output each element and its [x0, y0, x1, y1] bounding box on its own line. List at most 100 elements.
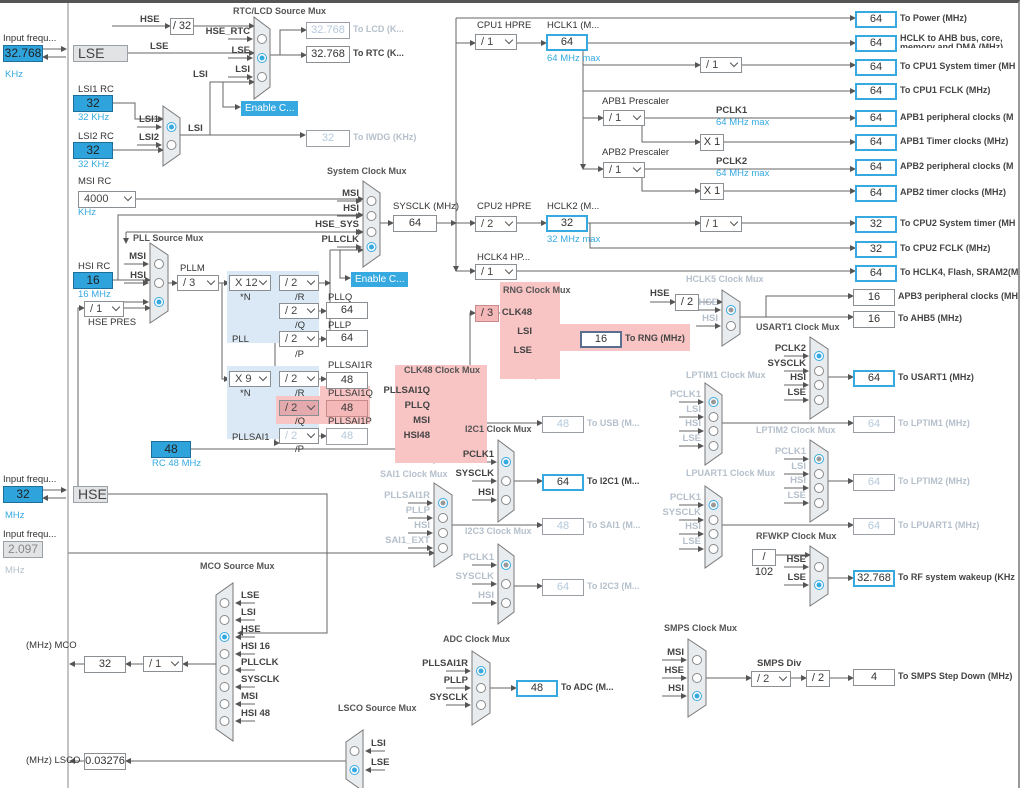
- chevron-down-icon: [306, 429, 316, 439]
- lsco-input-label[interactable]: LSE: [371, 757, 390, 768]
- hclk1-label: HCLK1 (M...: [547, 20, 600, 31]
- sai1n-dropdown[interactable]: X 9: [229, 371, 271, 387]
- lptim1-input-label[interactable]: LSE: [682, 433, 701, 444]
- pllq-dropdown[interactable]: / 2: [279, 303, 319, 319]
- sys-input-label[interactable]: HSI: [343, 203, 359, 214]
- lsi-input-label[interactable]: LSI1: [138, 114, 159, 125]
- adc-input-label[interactable]: SYSCLK: [429, 692, 468, 703]
- mco-input-label[interactable]: SYSCLK: [241, 674, 280, 685]
- clk48-input-label[interactable]: PLLSAI1Q: [383, 385, 430, 396]
- hclk5-input-label[interactable]: HSE: [698, 297, 718, 308]
- mco-input-label[interactable]: HSE: [241, 624, 261, 635]
- sai1-input-label[interactable]: SAI1_EXT: [385, 535, 430, 546]
- sys-radio: [366, 211, 377, 221]
- lpuart1-input-label[interactable]: PCLK1: [669, 492, 701, 503]
- smps-input-label[interactable]: MSI: [667, 647, 684, 658]
- usart1-input-label[interactable]: SYSCLK: [767, 358, 806, 369]
- lpuart1-input-label[interactable]: LSE: [682, 536, 701, 547]
- plln-dropdown[interactable]: X 12: [229, 275, 271, 291]
- adc-input-label[interactable]: PLLP: [443, 675, 468, 686]
- rtc-input-label[interactable]: HSE_RTC: [205, 26, 250, 37]
- i2c3-input-label[interactable]: SYSCLK: [455, 571, 494, 582]
- clk48-input-label[interactable]: PLLQ: [404, 400, 430, 411]
- pllm-dropdown[interactable]: / 3: [177, 275, 219, 291]
- rtc-input-label[interactable]: LSI: [235, 64, 250, 75]
- cpu1_systimer-dropdown[interactable]: / 1: [700, 57, 742, 73]
- lptim2-input-label[interactable]: HSI: [790, 475, 806, 486]
- lptim1-input-label[interactable]: PCLK1: [669, 389, 701, 400]
- wire: [77, 305, 85, 486]
- rtc-input-label[interactable]: LSE: [231, 45, 250, 56]
- lsi2-value: 32: [73, 142, 113, 159]
- mco-input-label[interactable]: PLLCLK: [241, 657, 279, 668]
- i2c1-input-label[interactable]: PCLK1: [462, 449, 494, 460]
- lsco-input-label[interactable]: LSI: [371, 738, 386, 749]
- hclk4_hpre-dropdown[interactable]: / 1: [475, 264, 517, 280]
- sai1-input-label[interactable]: PLLSAI1R: [384, 490, 430, 501]
- sys-input-label[interactable]: HSE_SYS: [315, 219, 359, 230]
- smps_div-dropdown[interactable]: / 2: [751, 671, 791, 687]
- sys-input-label[interactable]: MSI: [342, 188, 359, 199]
- sai1p-dropdown[interactable]: / 2: [279, 428, 319, 444]
- lptim2-input-label[interactable]: LSI: [791, 461, 806, 472]
- pll-input-label[interactable]: MSI: [129, 251, 146, 262]
- lse-input-label: Input frequ...: [3, 33, 57, 44]
- cpu2_systimer-dropdown[interactable]: / 1: [700, 216, 742, 232]
- pllp-dropdown[interactable]: / 2: [279, 331, 319, 347]
- usart1-input-label[interactable]: HSI: [790, 372, 806, 383]
- ext-frequency-input[interactable]: 2.097: [3, 541, 43, 558]
- hclk5-input-label[interactable]: HSI: [702, 313, 718, 324]
- apb1-dropdown[interactable]: / 1: [603, 110, 645, 126]
- mco-input-label[interactable]: HSI 48: [241, 708, 271, 719]
- i2c1-input-label[interactable]: HSI: [478, 487, 494, 498]
- enable-css-hse-button[interactable]: Enable C...: [351, 272, 409, 287]
- lse-frequency-input[interactable]: 32.768: [3, 45, 43, 62]
- pllr-dropdown[interactable]: / 2: [279, 275, 319, 291]
- hse_pres-dropdown[interactable]: / 1: [84, 301, 124, 317]
- sai1q-dropdown[interactable]: / 2: [279, 400, 319, 416]
- msi-range-dropdown[interactable]: 4000: [78, 191, 136, 208]
- enable-css-lse-button[interactable]: Enable C...: [241, 101, 299, 116]
- lpuart1-input-label[interactable]: HSI: [685, 521, 701, 532]
- lptim2-input-label[interactable]: PCLK1: [774, 446, 806, 457]
- sai1-input-label[interactable]: HSI: [414, 520, 430, 531]
- lptim2-input-label[interactable]: LSE: [787, 490, 806, 501]
- clk48-input-label[interactable]: MSI: [413, 415, 430, 426]
- cpu2_hpre-dropdown[interactable]: / 2: [475, 216, 517, 232]
- pll-input-label[interactable]: HSI: [130, 270, 146, 281]
- adc-input-label[interactable]: PLLSAI1R: [422, 658, 468, 669]
- sai1r-dropdown[interactable]: / 2: [279, 371, 319, 387]
- i2c3-input-label[interactable]: HSI: [478, 590, 494, 601]
- usart1-input-label[interactable]: LSE: [787, 387, 806, 398]
- rfwkp-input-label[interactable]: HSE: [786, 554, 806, 565]
- apb2_periph-value: 64: [855, 159, 897, 176]
- lptim1-input-label[interactable]: HSI: [685, 418, 701, 429]
- mco-input-label[interactable]: MSI: [241, 691, 258, 702]
- lptim1-input-label[interactable]: LSI: [686, 404, 701, 415]
- mco-input-label[interactable]: LSI: [241, 607, 256, 618]
- sai1-input-label[interactable]: PLLP: [405, 505, 430, 516]
- rng-input-label[interactable]: CLK48: [501, 307, 532, 318]
- i2c3-input-label[interactable]: PCLK1: [462, 552, 494, 563]
- i2c1-input-label[interactable]: SYSCLK: [455, 468, 494, 479]
- cpu2_hpre-label: CPU2 HPRE: [477, 201, 532, 212]
- smps-input-label[interactable]: HSI: [668, 683, 684, 694]
- rng-input-label[interactable]: LSE: [513, 345, 532, 356]
- lsi-radio: [166, 140, 177, 150]
- rfwkp-input-label[interactable]: LSE: [787, 572, 806, 583]
- mco_div-dropdown[interactable]: / 1: [143, 656, 183, 672]
- hse-frequency-input[interactable]: 32: [3, 486, 43, 503]
- clk48-input-label[interactable]: HSI48: [403, 430, 430, 441]
- mco-input-label[interactable]: HSI 16: [241, 641, 271, 652]
- usart1-input-label[interactable]: PCLK2: [774, 343, 806, 354]
- mco-input-label[interactable]: LSE: [241, 590, 260, 601]
- sys-input-label[interactable]: PLLCLK: [321, 234, 359, 245]
- rng-input-label[interactable]: LSI: [517, 326, 532, 337]
- cpu1_hpre-dropdown[interactable]: / 1: [475, 34, 517, 50]
- smps-input-label[interactable]: HSE: [664, 665, 684, 676]
- apb2-dropdown[interactable]: / 1: [603, 162, 645, 178]
- lpuart1-input-label[interactable]: SYSCLK: [662, 507, 701, 518]
- cpu1_hpre-dropdown-value: / 1: [481, 36, 494, 48]
- wire: [339, 250, 351, 281]
- lsi-input-label[interactable]: LSI2: [138, 132, 159, 143]
